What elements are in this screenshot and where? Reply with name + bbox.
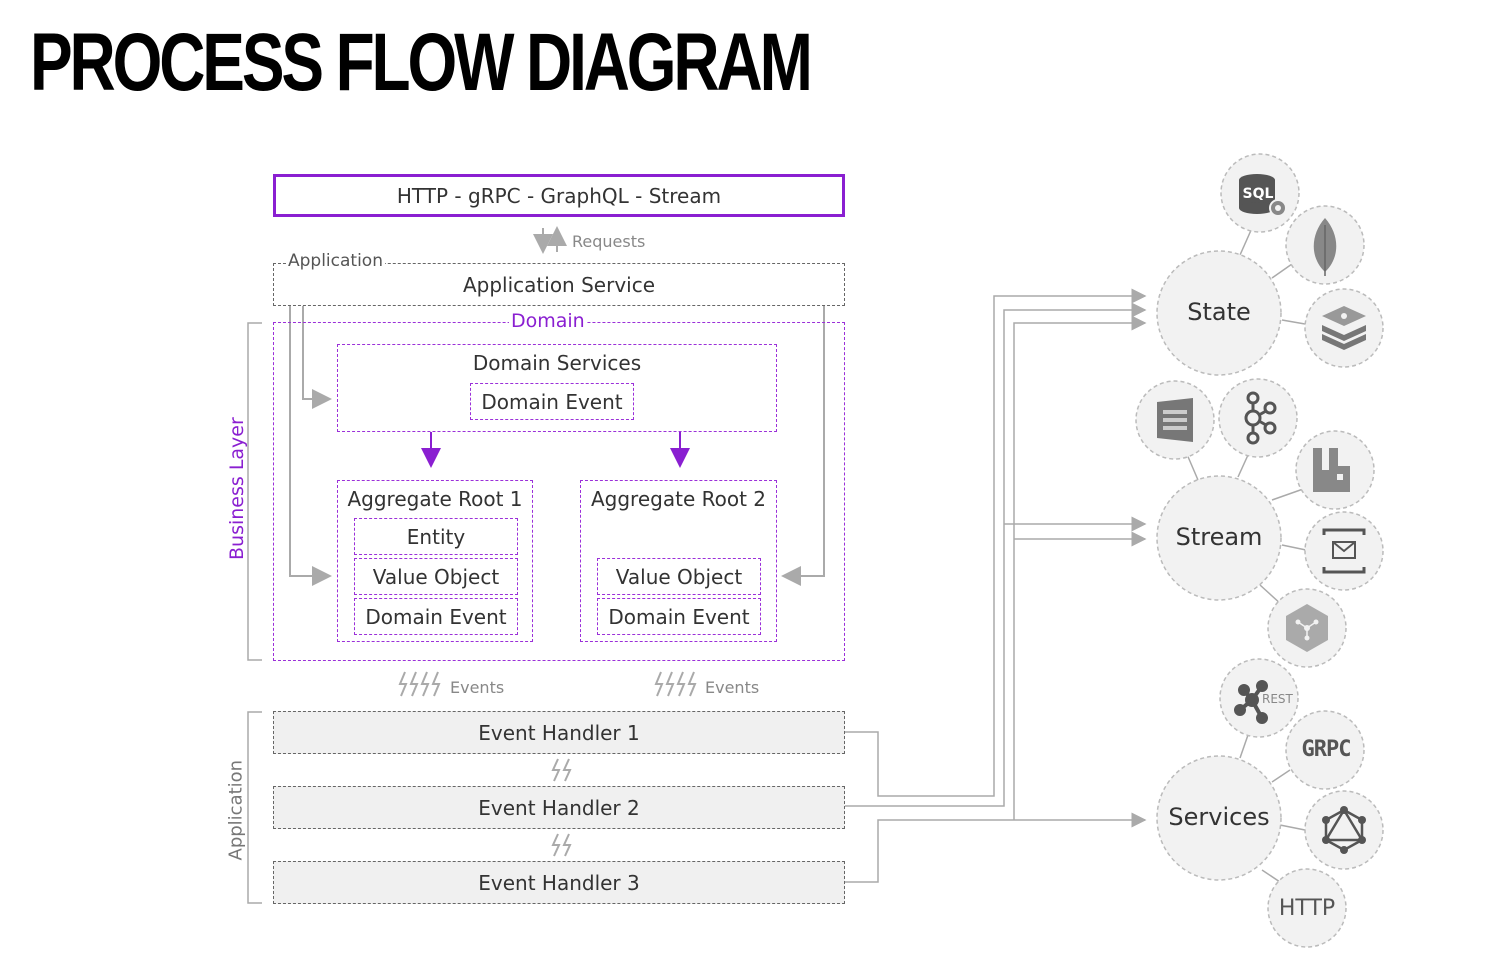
application-side-label: Application bbox=[225, 759, 247, 861]
state-hub-circle bbox=[1156, 250, 1282, 376]
grpc-icon bbox=[1285, 710, 1365, 790]
handler-lightning-1 bbox=[551, 758, 572, 782]
redis-icon bbox=[1304, 288, 1384, 368]
event-handler-3: Event Handler 3 bbox=[273, 861, 845, 904]
event-handler-1: Event Handler 1 bbox=[273, 711, 845, 754]
rest-icon bbox=[1219, 658, 1299, 738]
ar2-value-object-box: Value Object bbox=[597, 558, 761, 595]
application-bracket bbox=[247, 711, 262, 904]
app-to-aggregate-root-2-arrow bbox=[781, 306, 825, 586]
graphql-icon bbox=[1304, 790, 1384, 870]
event-handler-2-label: Event Handler 2 bbox=[478, 795, 640, 820]
domain-services-event-box: Domain Event bbox=[470, 383, 634, 420]
kafka-icon bbox=[1218, 378, 1298, 458]
aggregate-root-2-title: Aggregate Root 2 bbox=[590, 487, 766, 511]
requests-arrows bbox=[533, 226, 567, 254]
events-label-1: Events bbox=[450, 678, 505, 697]
ar1-entity-box: Entity bbox=[354, 518, 518, 555]
events-lightning-2 bbox=[654, 671, 697, 697]
application-group-label: Application bbox=[286, 251, 385, 271]
event-handler-3-label: Event Handler 3 bbox=[478, 870, 640, 895]
rest-icon-label: REST bbox=[1262, 692, 1293, 706]
ar1-value-object-label: Value Object bbox=[372, 564, 500, 589]
aggregate-root-2-box: Aggregate Root 2 bbox=[580, 480, 777, 642]
state-hub-label: State bbox=[1187, 298, 1251, 326]
ar1-entity-label: Entity bbox=[406, 524, 466, 549]
application-service-box: Application Service bbox=[273, 263, 845, 306]
gcp-pubsub-icon bbox=[1267, 588, 1347, 668]
ar2-domain-event-box: Domain Event bbox=[597, 598, 761, 635]
events-label-2: Events bbox=[705, 678, 760, 697]
domain-services-box: Domain Services bbox=[337, 344, 777, 432]
events-lightning-1 bbox=[398, 671, 441, 697]
rabbitmq-icon bbox=[1295, 430, 1375, 510]
services-hub-circle bbox=[1156, 755, 1282, 881]
protocol-bar: HTTP - gRPC - GraphQL - Stream bbox=[273, 174, 845, 217]
http-icon-label: HTTP bbox=[1278, 896, 1336, 921]
azure-event-hub-icon bbox=[1304, 511, 1384, 591]
stream-hub-circle bbox=[1156, 475, 1282, 601]
stream-hub-label: Stream bbox=[1175, 523, 1263, 551]
ar1-domain-event-box: Domain Event bbox=[354, 598, 518, 635]
ar1-value-object-box: Value Object bbox=[354, 558, 518, 595]
app-to-aggregate-root-1-arrow bbox=[289, 306, 332, 586]
handler-routes bbox=[845, 288, 1147, 883]
http-icon bbox=[1267, 868, 1347, 948]
requests-label: Requests bbox=[572, 232, 646, 251]
sql-icon-label: SQL bbox=[1242, 186, 1274, 202]
app-to-domain-services-arrow bbox=[302, 306, 332, 409]
grpc-icon-label: GRPC bbox=[1301, 737, 1352, 762]
event-handler-1-label: Event Handler 1 bbox=[478, 720, 640, 745]
services-hub-label: Services bbox=[1168, 803, 1270, 831]
business-layer-bracket bbox=[247, 322, 262, 661]
domain-services-label: Domain Services bbox=[472, 351, 642, 375]
event-handler-2: Event Handler 2 bbox=[273, 786, 845, 829]
protocol-bar-label: HTTP - gRPC - GraphQL - Stream bbox=[396, 183, 722, 208]
sql-icon bbox=[1220, 153, 1300, 233]
domain-label: Domain bbox=[509, 310, 587, 332]
aggregate-root-1-box: Aggregate Root 1 bbox=[337, 480, 533, 642]
mongodb-leaf-icon bbox=[1285, 205, 1365, 285]
aggregate-root-1-title: Aggregate Root 1 bbox=[347, 487, 523, 511]
ar2-value-object-label: Value Object bbox=[615, 564, 743, 589]
domain-services-event-label: Domain Event bbox=[481, 389, 623, 414]
ar1-domain-event-label: Domain Event bbox=[365, 604, 507, 629]
business-layer-label: Business Layer bbox=[226, 417, 248, 560]
page-title: PROCESS FLOW DIAGRAM bbox=[30, 17, 813, 108]
aws-kinesis-icon bbox=[1135, 380, 1215, 460]
ar2-domain-event-label: Domain Event bbox=[608, 604, 750, 629]
application-service-label: Application Service bbox=[462, 272, 656, 297]
handler-lightning-2 bbox=[551, 833, 572, 857]
